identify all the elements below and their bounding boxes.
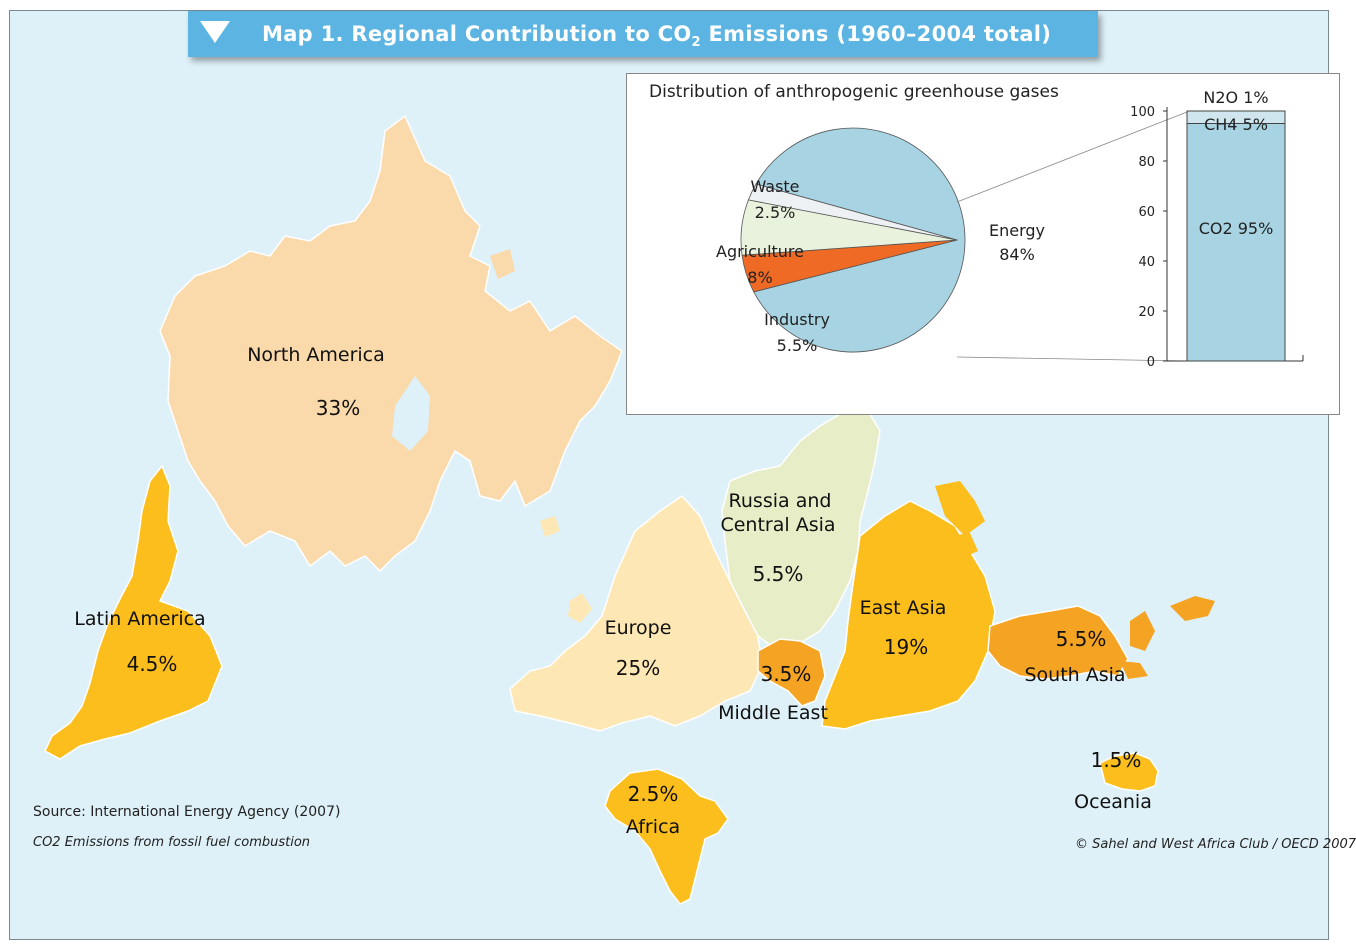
bar-label-ch4: CH4 5% [1204, 115, 1268, 134]
credit-text: © Sahel and West Africa Club / OECD 2007 [1075, 837, 1356, 852]
pie-value-energy: 84% [999, 245, 1035, 264]
triangle-down-icon[interactable] [200, 21, 230, 43]
label-east-asia: East Asia [859, 597, 947, 619]
region-north-america-island [490, 249, 515, 279]
hudson-bay [392, 376, 430, 451]
value-latin-america: 4.5% [126, 652, 178, 676]
pie-slice-energy [753, 127, 966, 353]
region-middle-east [757, 638, 826, 707]
region-europe [509, 495, 763, 732]
value-south-asia: 5.5% [1055, 627, 1107, 651]
note-text: CO2 Emissions from fossil fuel combustio… [33, 835, 311, 850]
pie-slice-waste [747, 183, 958, 241]
region-south-asia [987, 605, 1129, 680]
bar-label-co2: CO2 95% [1199, 219, 1274, 238]
region-oceania [1099, 752, 1159, 792]
pie-value-agriculture: 8% [747, 268, 772, 287]
label-south-asia: South Asia [1024, 664, 1126, 686]
value-africa: 2.5% [627, 782, 679, 806]
label-north-america: North America [247, 344, 385, 366]
world-map [44, 114, 1215, 905]
bar-tick-label: 40 [1138, 255, 1155, 270]
label-russia-line1: Russia and [728, 490, 832, 512]
bar-label-n2o: N2O 1% [1203, 88, 1268, 107]
value-europe: 25% [615, 656, 661, 680]
region-south-asia-island [1170, 596, 1215, 621]
label-middle-east: Middle East [718, 702, 828, 724]
pie-label-industry: Industry [764, 310, 830, 329]
label-russia-line2: Central Asia [720, 514, 836, 536]
value-middle-east: 3.5% [760, 662, 812, 686]
bar-segment-ch4 [1186, 110, 1286, 124]
label-oceania: Oceania [1074, 791, 1152, 813]
pie-label-agriculture: Agriculture [716, 242, 804, 261]
bar-tick-label: 80 [1138, 155, 1155, 170]
region-north-america [159, 114, 623, 573]
label-latin-america: Latin America [74, 608, 206, 630]
region-north-america-island [510, 341, 555, 406]
map-frame: Map 1. Regional Contribution to CO2 Emis… [9, 10, 1356, 940]
region-africa [604, 768, 729, 905]
bar-segment-co2 [1186, 123, 1286, 362]
bar-tick-label: 0 [1147, 355, 1155, 370]
inset-title: Distribution of anthropogenic greenhouse… [649, 82, 1059, 102]
region-east-asia-island [935, 481, 985, 536]
region-south-asia-island [1120, 661, 1148, 679]
bar-tick-label: 20 [1138, 305, 1155, 320]
pie-value-waste: 2.5% [755, 203, 796, 222]
region-east-asia-island [950, 533, 978, 559]
region-east-asia [821, 500, 996, 730]
region-europe-island [568, 593, 592, 623]
label-europe: Europe [604, 617, 672, 639]
map-title: Map 1. Regional Contribution to CO2 Emis… [262, 22, 1052, 51]
connector-bottom [956, 356, 1188, 362]
value-oceania: 1.5% [1090, 748, 1142, 772]
pie-value-industry: 5.5% [777, 336, 818, 355]
pie-label-waste: Waste [750, 177, 799, 196]
label-africa: Africa [625, 816, 681, 838]
inset-chart: Distribution of anthropogenic greenhouse… [626, 73, 1340, 415]
value-east-asia: 19% [883, 635, 929, 659]
bar-tick-label: 100 [1130, 105, 1155, 120]
connector-top [956, 111, 1188, 203]
value-russia: 5.5% [752, 562, 804, 586]
pie-label-energy: Energy [989, 221, 1045, 240]
region-south-asia-island [1130, 611, 1155, 651]
inset-chart-svg: Energy 84% Industry 5.5% Agriculture 8% Waste 2… [716, 88, 1304, 370]
bar-tick-label: 60 [1138, 205, 1155, 220]
value-north-america: 33% [315, 396, 361, 420]
title-bar: Map 1. Regional Contribution to CO2 Emis… [188, 11, 1098, 57]
region-latin-america [44, 464, 223, 760]
source-text: Source: International Energy Agency (200… [33, 804, 341, 820]
region-north-america-island [515, 413, 542, 451]
region-europe-island [540, 516, 560, 537]
